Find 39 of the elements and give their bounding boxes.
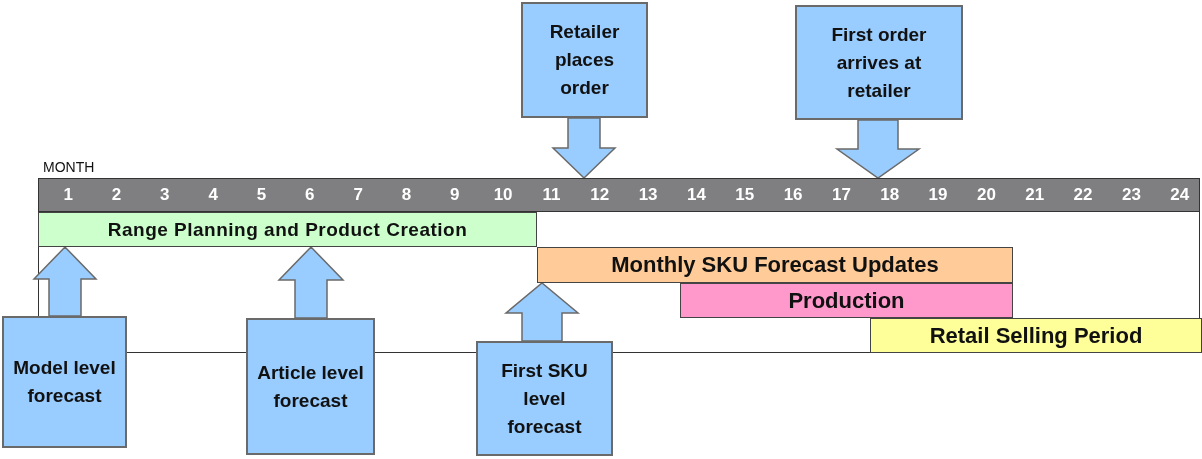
month-number: 12 xyxy=(589,185,611,205)
month-number: 3 xyxy=(159,185,171,205)
month-number: 14 xyxy=(685,185,707,205)
phase-bar: Production xyxy=(680,283,1013,318)
month-number: 5 xyxy=(255,185,268,205)
month-number: 20 xyxy=(975,185,997,205)
block-arrow xyxy=(277,245,345,319)
callout-box: Article level forecast xyxy=(246,318,375,455)
phase-bar: Retail Selling Period xyxy=(870,318,1202,353)
month-number: 13 xyxy=(637,185,659,205)
phase-bar: Monthly SKU Forecast Updates xyxy=(537,247,1013,283)
month-number: 1 xyxy=(62,185,74,205)
month-number: 4 xyxy=(207,185,219,205)
month-number: 23 xyxy=(1120,185,1142,205)
month-number: 7 xyxy=(352,185,364,205)
month-number: 17 xyxy=(830,185,852,205)
block-arrow xyxy=(834,119,922,179)
block-arrow xyxy=(32,245,98,317)
month-number: 19 xyxy=(927,185,949,205)
callout-box: First SKU level forecast xyxy=(476,341,613,456)
month-number: 18 xyxy=(879,185,901,205)
month-number: 2 xyxy=(110,185,123,205)
month-number: 10 xyxy=(492,185,514,205)
month-number: 8 xyxy=(400,185,413,205)
month-number: 21 xyxy=(1024,185,1046,205)
block-arrow xyxy=(503,282,581,342)
axis-heading: MONTH xyxy=(42,158,95,177)
month-number: 22 xyxy=(1072,185,1094,205)
callout-box: First order arrives at retailer xyxy=(795,5,963,120)
block-arrow xyxy=(551,117,617,180)
month-number: 6 xyxy=(304,185,316,205)
month-number: 15 xyxy=(734,185,756,205)
callout-box: Model level forecast xyxy=(2,316,127,448)
phase-bar: Range Planning and Product Creation xyxy=(38,212,537,247)
callout-box: Retailer places order xyxy=(521,2,648,118)
month-number: 24 xyxy=(1169,185,1191,205)
month-number: 11 xyxy=(541,185,562,205)
month-number: 9 xyxy=(449,185,461,205)
month-number: 16 xyxy=(782,185,804,205)
